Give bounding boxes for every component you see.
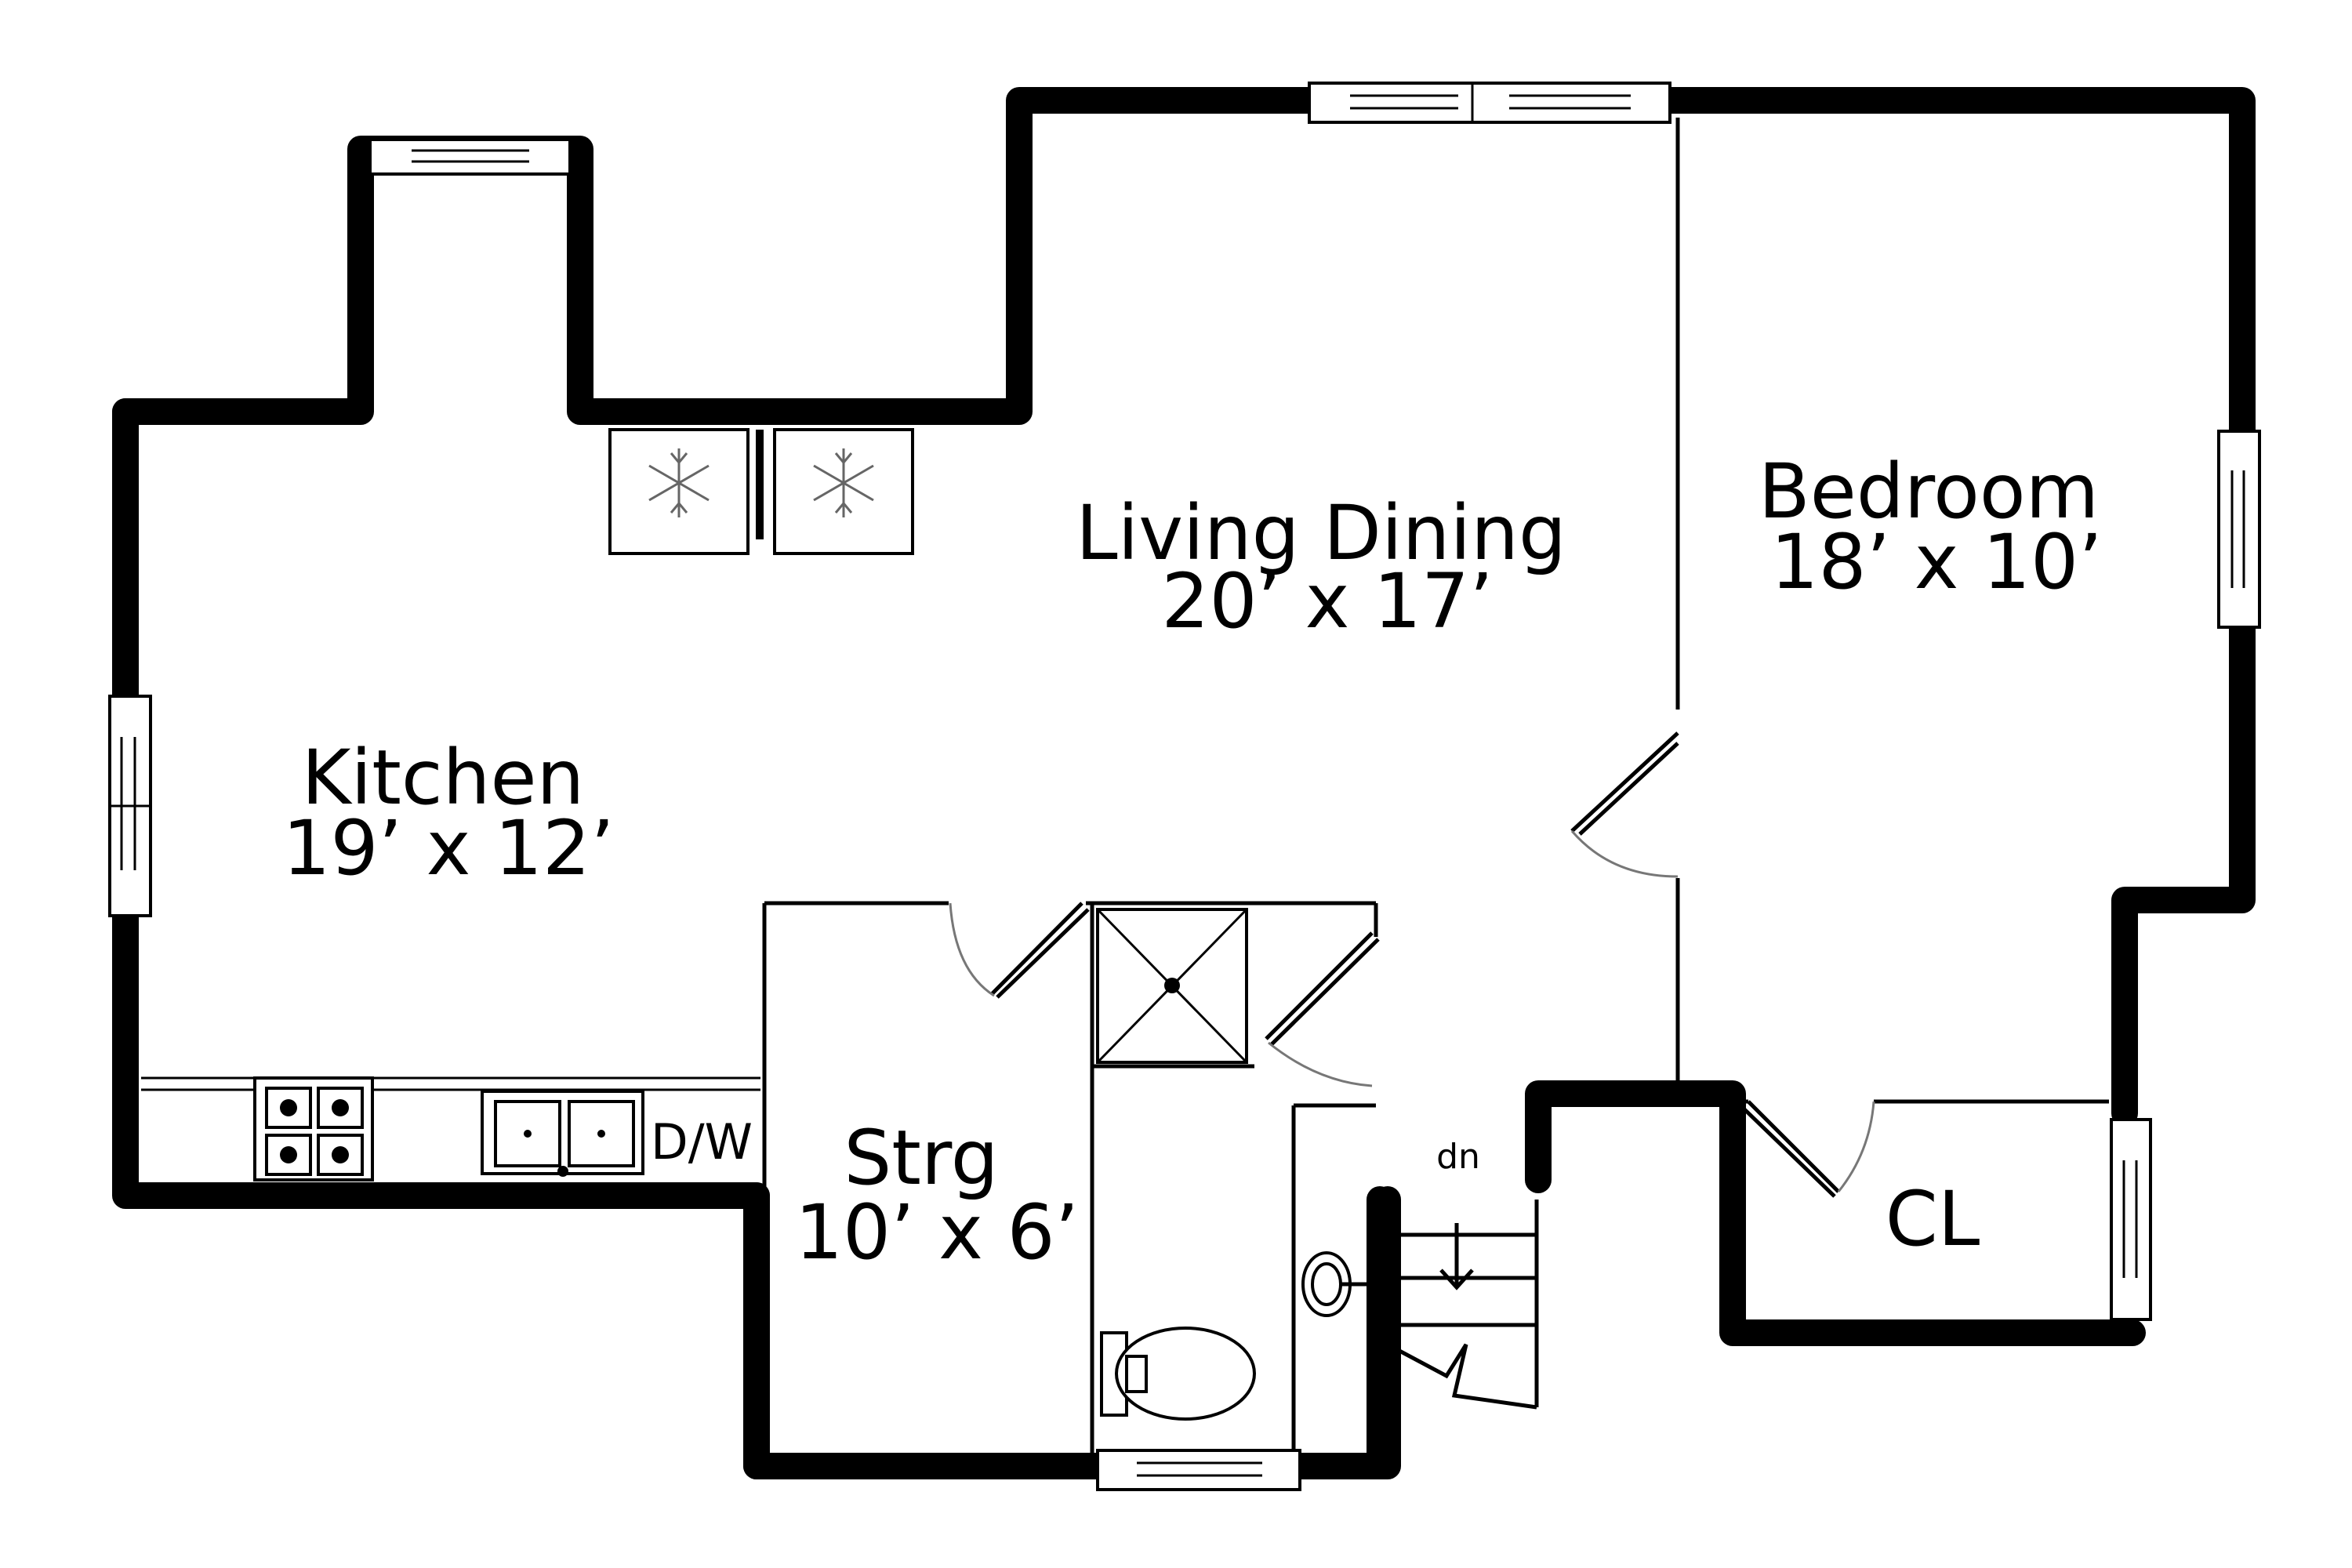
sink-icon — [481, 1090, 644, 1177]
room-dims-living: 20’ x 17’ — [1161, 557, 1493, 645]
window-kitchen-west — [108, 695, 152, 917]
windows — [108, 82, 2261, 1491]
bath-sink — [1301, 1251, 1368, 1317]
window-bath-south — [1096, 1449, 1301, 1491]
room-dims-storage: 10’ x 6’ — [795, 1189, 1079, 1276]
dishwasher-label: D/W — [651, 1113, 753, 1171]
door-bedroom — [1570, 731, 1679, 878]
partitions — [141, 118, 2109, 1458]
labels: Living Dining 20’ x 17’ Bedroom 18’ x 10… — [282, 448, 2102, 1276]
toilet-icon — [1100, 1327, 1256, 1421]
window-closet-east — [2110, 1118, 2152, 1321]
window-kitchen-north — [368, 138, 572, 176]
shower-icon — [1096, 908, 1248, 1064]
door-storage — [949, 902, 1090, 999]
fridge-left — [608, 428, 750, 555]
stove — [253, 1076, 374, 1181]
room-name-living: Living Dining — [1076, 489, 1566, 577]
room-name-storage: Strg — [844, 1114, 998, 1202]
window-living-north — [1308, 82, 1671, 124]
burner-icon — [265, 1087, 364, 1176]
room-dims-kitchen: 19’ x 12’ — [282, 804, 614, 892]
room-dims-bedroom: 18’ x 10’ — [1770, 518, 2102, 606]
window-bedroom-east — [2217, 430, 2261, 629]
snowflake-icon — [813, 448, 874, 517]
door-closet — [1740, 1100, 1875, 1198]
snowflake-icon — [648, 448, 710, 517]
door-bath — [1265, 931, 1380, 1087]
outer-wall-north — [112, 87, 2256, 1127]
fridge-right — [773, 428, 914, 555]
room-name-closet: CL — [1886, 1175, 1980, 1263]
doors — [949, 731, 1875, 1198]
room-name-kitchen: Kitchen — [302, 734, 585, 822]
room-name-bedroom: Bedroom — [1759, 448, 2099, 535]
stairs-label: dn — [1436, 1137, 1480, 1177]
closet-wall — [1525, 1080, 2146, 1346]
fridge-divider — [756, 430, 764, 539]
